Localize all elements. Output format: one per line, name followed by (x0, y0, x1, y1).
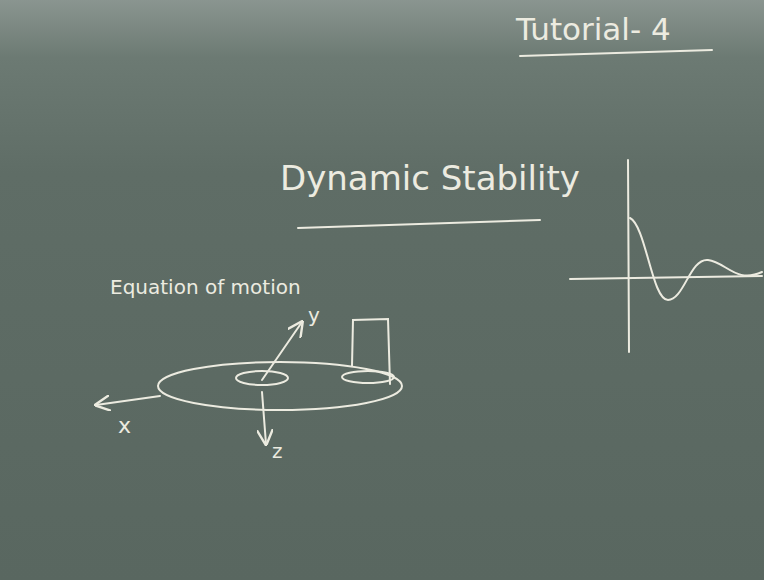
section-heading: Dynamic Stability (280, 160, 580, 197)
axis-label: y (308, 304, 320, 326)
x-axis-arrow (96, 396, 160, 405)
axis-label: z (272, 440, 283, 462)
tutorial-title: Tutorial- 4 (516, 12, 671, 46)
tailplane (342, 371, 394, 383)
axis-label: x (118, 414, 131, 438)
fuselage (158, 362, 402, 410)
y-axis-arrow (262, 322, 302, 380)
z-axis-arrow (262, 392, 266, 444)
graph-horizontal-axis (570, 276, 762, 279)
graph-vertical-axis (628, 160, 629, 352)
subheading-note: Equation of motion (110, 276, 301, 298)
wing (236, 371, 288, 385)
title-underline (520, 50, 712, 56)
vertical-fin (352, 319, 390, 384)
damped-oscillation (630, 218, 762, 300)
heading-underline (298, 220, 540, 228)
